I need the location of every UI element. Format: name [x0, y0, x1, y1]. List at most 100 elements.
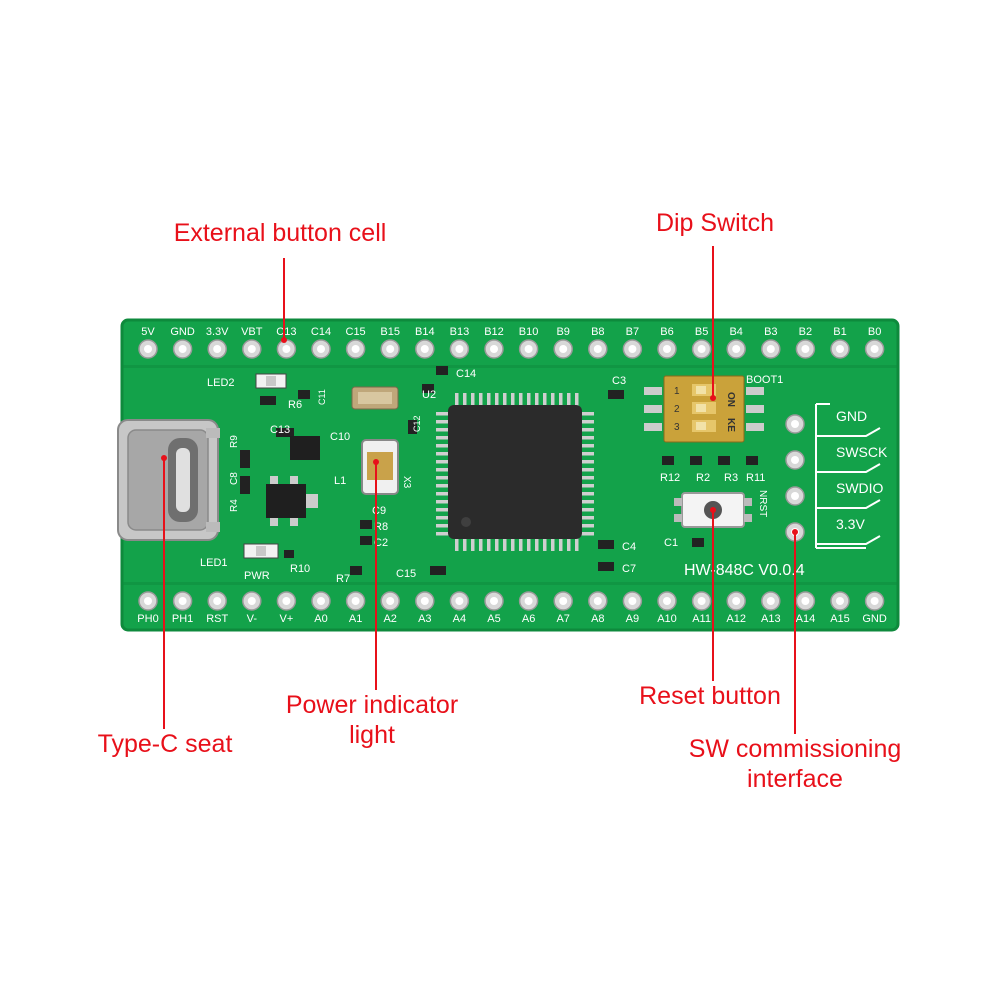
mcu-pin	[436, 412, 450, 416]
mcu-pin	[511, 393, 515, 407]
bottom-pin-hole	[490, 597, 498, 605]
pcb-trace-top	[122, 365, 898, 368]
mcu-pin	[580, 428, 594, 432]
mcu-pin	[567, 537, 571, 551]
pcb-trace-bottom	[122, 582, 898, 585]
bottom-pin-label: A5	[487, 613, 500, 625]
top-pin-hole	[766, 345, 775, 353]
swd-pin-label: SWSCK	[836, 444, 888, 460]
silk-c2: C2	[374, 537, 388, 549]
silk-r9: R9	[229, 435, 240, 448]
bottom-pin-label: A11	[692, 613, 711, 625]
silk-c1: C1	[664, 537, 678, 549]
bottom-pin-hole	[766, 597, 775, 605]
top-pin-label: B0	[868, 326, 881, 338]
mcu-pin	[543, 393, 547, 407]
top-pin-label: B14	[415, 326, 435, 338]
mcu-pin	[455, 537, 459, 551]
silk-r11: R11	[746, 472, 765, 484]
mcu-chip	[436, 393, 594, 551]
callout-dip-switch: Dip Switch	[620, 208, 810, 238]
mcu-pin	[580, 476, 594, 480]
mcu-pin	[527, 393, 531, 407]
top-pin-label: B1	[833, 326, 846, 338]
mcu-pin	[580, 500, 594, 504]
bottom-pin-label: A3	[418, 613, 431, 625]
bottom-pin-label: A15	[830, 613, 850, 625]
smd-components	[240, 366, 758, 575]
swd-arrow	[816, 499, 881, 509]
bottom-pin-label: A10	[657, 613, 677, 625]
mcu-pin	[436, 468, 450, 472]
mcu-pin	[436, 492, 450, 496]
silk-c12: C12	[412, 415, 422, 432]
bottom-pin-hole	[628, 597, 637, 605]
callout-text-line2: interface	[747, 765, 843, 793]
callout-text: External button cell	[173, 219, 387, 247]
top-pin-hole	[801, 345, 810, 353]
mcu-pin	[519, 393, 523, 407]
top-pin-label: C14	[311, 326, 331, 338]
mcu-pin	[580, 516, 594, 520]
top-pin-hole	[697, 345, 706, 353]
led2	[255, 373, 287, 389]
swd-arrow	[816, 463, 881, 473]
bottom-pin-hole	[247, 597, 256, 605]
mcu-pin	[551, 393, 555, 407]
mcu-pin	[503, 393, 507, 407]
swd-pin-hole	[791, 492, 799, 500]
mcu-pin	[436, 452, 450, 456]
top-pin-hole	[351, 345, 360, 353]
mcu-pin	[436, 420, 450, 424]
silk-pwr: PWR	[244, 570, 270, 582]
callout-reset-button: Reset button	[610, 681, 810, 711]
top-pin-label: B9	[556, 326, 569, 338]
top-pin-label: C13	[276, 326, 296, 338]
silk-r12: R12	[660, 472, 680, 484]
top-pin-hole	[386, 345, 395, 353]
top-pin-label: B13	[450, 326, 470, 338]
callout-text-line2: light	[349, 721, 395, 749]
mcu-pin	[487, 537, 491, 551]
mcu-pin	[495, 393, 499, 407]
top-pin-hole	[213, 345, 222, 353]
mcu-pin	[575, 537, 579, 551]
silk-r4: R4	[229, 499, 240, 512]
bottom-pin-label: V-	[247, 613, 258, 625]
mcu-pin	[543, 537, 547, 551]
mcu-pin	[580, 444, 594, 448]
callout-type-c-seat: Type-C seat	[70, 729, 260, 759]
bottom-pin-hole	[663, 597, 671, 605]
swd-pin-label: SWDIO	[836, 480, 884, 496]
callout-power-indicator-light: Power indicator light	[262, 690, 482, 750]
mcu-pin	[575, 393, 579, 407]
mcu-pin	[559, 537, 563, 551]
bottom-pin-label: A4	[453, 613, 466, 625]
bottom-pin-hole	[801, 597, 810, 605]
mcu-pin	[503, 537, 507, 551]
silk-c9: C9	[372, 505, 386, 517]
bottom-pin-hole	[524, 597, 533, 605]
type-c-connector	[117, 419, 220, 541]
top-pin-hole	[836, 345, 844, 353]
mcu-pin	[535, 393, 539, 407]
swd-arrow	[816, 535, 881, 545]
dip-switch	[644, 375, 764, 443]
leader-dots	[161, 337, 798, 535]
mcu-pin	[471, 393, 475, 407]
silk-r7: R7	[336, 573, 350, 585]
mcu-pin	[580, 460, 594, 464]
silk-c7: C7	[622, 563, 636, 575]
bottom-pin-label: A8	[591, 613, 604, 625]
bottom-pin-hole	[559, 597, 568, 605]
top-pin-hole	[593, 345, 602, 353]
mcu-pin	[436, 484, 450, 488]
silk-c13: C13	[270, 424, 290, 436]
callout-text: Type-C seat	[97, 730, 233, 758]
silk-c10: C10	[330, 431, 350, 443]
top-pin-label: B10	[519, 326, 539, 338]
swd-pin-label: 3.3V	[836, 516, 865, 532]
top-pin-label: 5V	[141, 326, 155, 338]
bottom-pin-label: A2	[383, 613, 396, 625]
